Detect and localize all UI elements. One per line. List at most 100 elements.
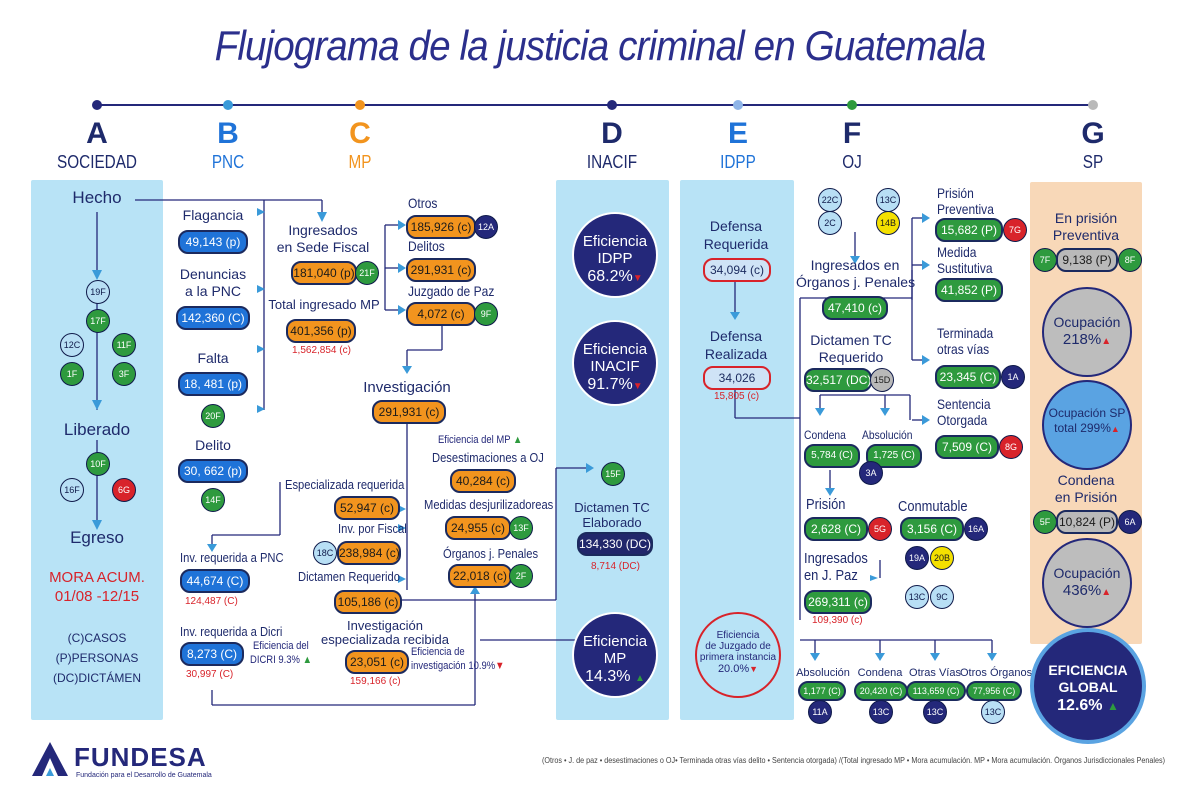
ingresados-oj-label: Ingresados en xyxy=(810,257,900,273)
ocupacion-3-circle: Ocupación 436%▲ xyxy=(1042,538,1132,628)
inv-esp-value: 23,051 (c) xyxy=(345,650,409,674)
denuncias-label: Denuncias xyxy=(179,266,247,282)
badge-5f: 5F xyxy=(1033,510,1057,534)
badge-14f: 14F xyxy=(201,488,225,512)
outcome-absolucion-value: 1,177 (C) xyxy=(798,681,846,701)
medida-label-2: Sustitutiva xyxy=(937,260,993,276)
prision-value: 2,628 (C) xyxy=(804,517,868,541)
footer-note: (Otros • J. de paz • desestimaciones o O… xyxy=(542,756,1166,765)
defensa-req-value: 34,094 (c) xyxy=(703,258,771,282)
badge-6g: 6G xyxy=(112,478,136,502)
col-name-oj: OJ xyxy=(842,152,862,172)
denuncias-label-2: a la PNC xyxy=(184,283,242,299)
badge-21f: 21F xyxy=(355,261,379,285)
juzgado-label: Juzgado de Paz xyxy=(408,283,495,299)
efic-mp-label: Eficiencia del MP ▲ xyxy=(438,434,523,446)
timeline-dot-d xyxy=(607,100,617,110)
outcome-absolucion-label: Absolución xyxy=(796,667,850,679)
badge-2c: 2C xyxy=(818,211,842,235)
badge-7f: 7F xyxy=(1033,248,1057,272)
outcome-otros-label: Otros Órganos xyxy=(960,667,1033,679)
outcome-otras-value: 113,659 (C) xyxy=(906,681,966,701)
badge-17f: 17F xyxy=(86,309,110,333)
inv-dicri-value: 8,273 (C) xyxy=(180,642,244,666)
badge-7g: 7G xyxy=(1003,218,1027,242)
efic-juzgado-circle: Eficiencia de Juzgado de primera instanc… xyxy=(695,612,781,698)
prision-prev-label-2: Preventiva xyxy=(937,201,994,217)
condena-value: 5,784 (C) xyxy=(804,444,860,468)
badge-12c: 12C xyxy=(60,333,84,357)
dictamen-tc-req-value: 32,517 (DC) xyxy=(804,368,872,392)
badge-22c: 22C xyxy=(818,188,842,212)
badge-16f: 16F xyxy=(60,478,84,502)
ingresados-value: 181,040 (p) xyxy=(291,261,357,285)
col-name-sp: SP xyxy=(1082,152,1104,172)
efic-inacif-circle: Eficiencia INACIF 91.7%▼ xyxy=(572,320,658,406)
defensa-req-label-2: Requerida xyxy=(703,236,769,252)
fundesa-brand: FUNDESA xyxy=(74,742,207,772)
ocupacion-1-title: Ocupación xyxy=(1053,314,1121,330)
outcome-otros-value: 77,956 (C) xyxy=(966,681,1022,701)
conmutable-label: Conmutable xyxy=(898,498,968,515)
col-letter-g: G xyxy=(1081,117,1105,150)
ocupacion-sp-title: Ocupación SP xyxy=(1048,406,1126,420)
sp-condena-label: Condena xyxy=(1057,472,1115,488)
col-letter-a: A xyxy=(86,117,108,150)
legend-personas: (P)PERSONAS xyxy=(55,651,139,665)
badge-13c-otros: 13C xyxy=(981,700,1005,724)
badge-14b: 14B xyxy=(876,211,900,235)
sp-condena-label-2: en Prisión xyxy=(1054,489,1118,505)
legend-dictamen: (DC)DICTÁMEN xyxy=(53,671,141,685)
triangle-down-icon: ▼ xyxy=(632,273,643,284)
eficiencia-global-title: EFICIENCIA xyxy=(1048,662,1128,678)
timeline-dot-e xyxy=(733,100,743,110)
mora-range: 01/08 -12/15 xyxy=(54,588,140,605)
defensa-real-label-2: Realizada xyxy=(704,346,768,362)
triangle-up-icon: ▲ xyxy=(1106,699,1119,713)
ocupacion-sp-circle: Ocupación SP total 299%▲ xyxy=(1042,380,1132,470)
timeline-dot-a xyxy=(92,100,102,110)
col-name-inacif: INACIF xyxy=(586,152,638,172)
investigacion-label: Investigación xyxy=(363,379,451,396)
sentencia-value: 7,509 (C) xyxy=(935,435,999,459)
ingresados-paz-label: Ingresados xyxy=(804,550,868,567)
triangle-up-icon: ▲ xyxy=(1101,587,1112,598)
efic-mp-sub: MP xyxy=(603,650,627,667)
badge-13f: 13F xyxy=(509,516,533,540)
legend-casos: (C)CASOS xyxy=(67,631,127,645)
badge-13c-otras: 13C xyxy=(923,700,947,724)
dictamen-tc-req-label: Dictamen TC xyxy=(810,332,892,348)
badge-18c: 18C xyxy=(313,541,337,565)
delito-label: Delito xyxy=(195,437,231,453)
timeline xyxy=(92,100,1098,110)
condena-label: Condena xyxy=(804,428,846,442)
efic-juzgado-value: 20.0%▼ xyxy=(717,663,759,675)
efic-idpp-circle: Eficiencia IDPP 68.2%▼ xyxy=(572,212,658,298)
medida-label: Medida xyxy=(937,244,977,260)
absolucion-label: Absolución xyxy=(862,428,913,442)
col-letter-f: F xyxy=(842,117,862,150)
inv-pnc-sub: 124,487 (C) xyxy=(185,596,238,607)
conmutable-value: 3,156 (C) xyxy=(900,517,964,541)
efic-mp-title: Eficiencia xyxy=(582,633,648,650)
juzgado-value: 4,072 (c) xyxy=(406,302,476,326)
badge-15d: 15D xyxy=(870,368,894,392)
dictamen-tc-req-label-2: Requerido xyxy=(818,349,884,365)
ocupacion-3-title: Ocupación xyxy=(1053,565,1121,581)
sp-condena-value: 10,824 (P) xyxy=(1056,510,1118,534)
terminada-label: Terminada xyxy=(937,325,994,341)
ingresados-label: Ingresados xyxy=(288,222,358,238)
efic-inv-label-2: investigación 10.9%▼ xyxy=(411,660,505,672)
efic-idpp-title: Eficiencia xyxy=(582,233,648,250)
page-title: Flujograma de la justicia criminal en Gu… xyxy=(214,22,987,69)
outcome-condena-label: Condena xyxy=(857,667,903,679)
ingresados-paz-label-2: en J. Paz xyxy=(804,567,858,584)
col-name-pnc: PNC xyxy=(211,152,245,172)
prision-prev-value: 15,682 (P) xyxy=(935,218,1003,242)
investigacion-value: 291,931 (c) xyxy=(372,400,446,424)
fundesa-logo-icon xyxy=(32,742,68,776)
badge-1a: 1A xyxy=(1001,365,1025,389)
badge-2f: 2F xyxy=(509,564,533,588)
col-name-mp: MP xyxy=(348,152,372,172)
eficiencia-global-circle: EFICIENCIA GLOBAL 12.6% ▲ xyxy=(1030,628,1146,744)
